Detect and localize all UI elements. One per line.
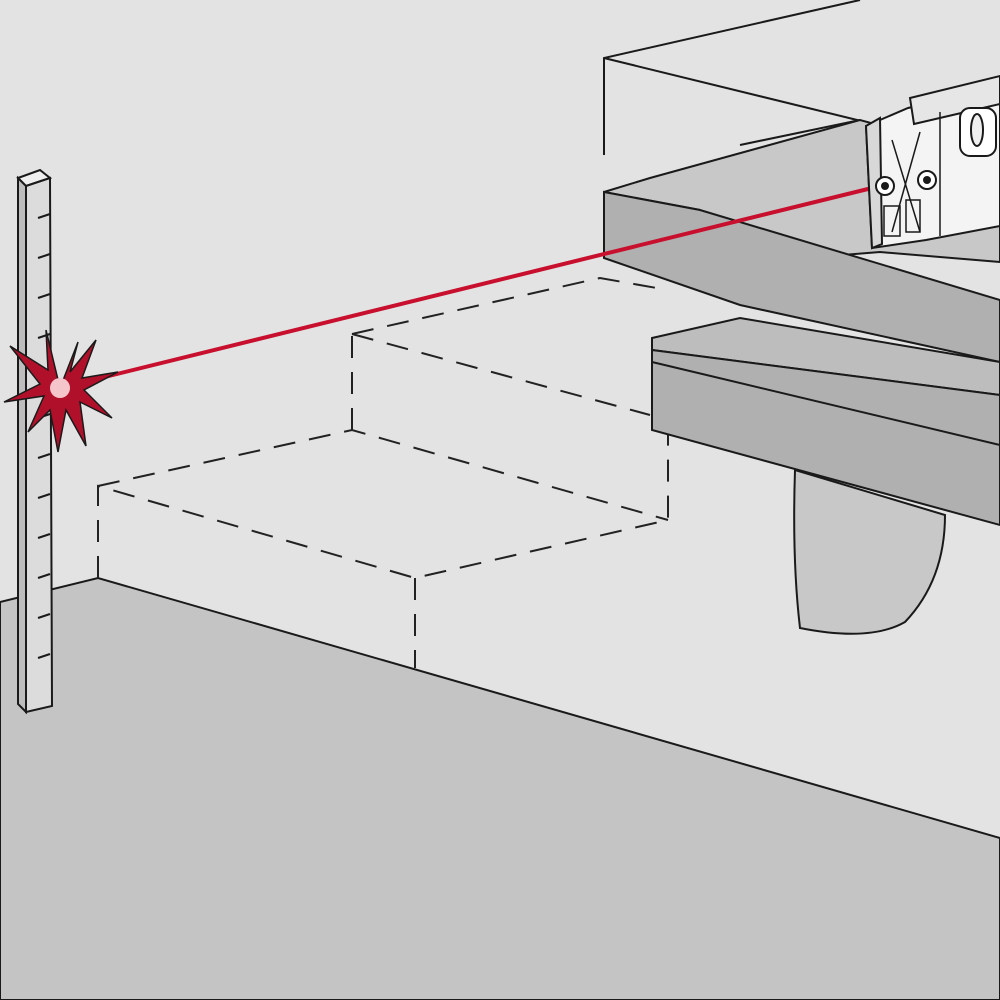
table-lower-edge (651, 361, 1000, 446)
laser-beam (59, 186, 873, 390)
laser-level-icon (864, 74, 1000, 250)
table-lower-front (651, 348, 1000, 527)
floor (0, 576, 1000, 1000)
laser-burst-icon (3, 329, 119, 453)
dashed-outline-box (97, 276, 669, 668)
table-lower-top (651, 316, 1000, 397)
table-support (793, 468, 947, 635)
table-ledge-front (603, 190, 1000, 364)
measuring-staff-icon (16, 168, 54, 715)
